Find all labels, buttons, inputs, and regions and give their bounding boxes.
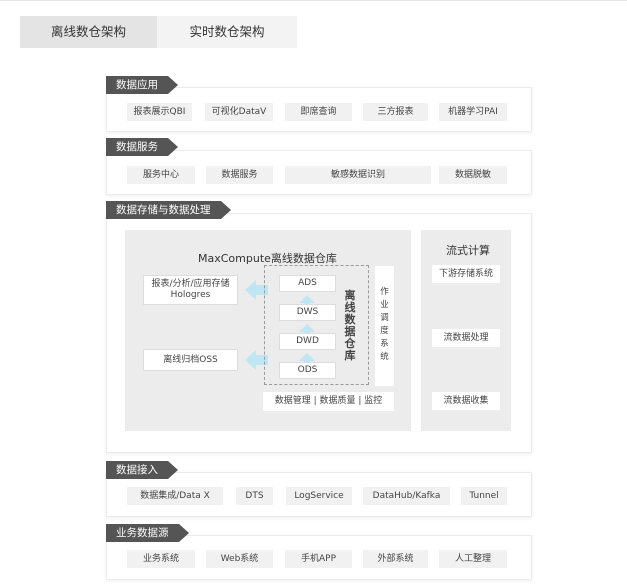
tab-realtime-architecture[interactable]: 实时数仓架构 — [157, 16, 297, 48]
layer-ads: ADS — [279, 275, 336, 292]
warehouse-vertical-label: 离线数据仓库 — [344, 289, 356, 362]
chip-external-system: 外部系统 — [363, 550, 428, 568]
tab-offline-architecture[interactable]: 离线数仓架构 — [20, 16, 157, 48]
chip-datav: 可视化DataV — [205, 103, 273, 121]
chip-third-party-report: 三方报表 — [363, 103, 428, 121]
chip-pai: 机器学习PAI — [439, 103, 507, 121]
chip-mobile-app: 手机APP — [285, 550, 352, 568]
chip-sensitive-data: 敏感数据识别 — [285, 166, 431, 184]
chip-datahub-kafka: DataHub/Kafka — [363, 487, 450, 505]
target-hologres-line2: Hologres — [170, 290, 211, 300]
scheduler-vertical-label: 作业调度系统 — [375, 266, 394, 386]
governance-bar: 数据管理 | 数据质量 | 监控 — [263, 392, 394, 411]
section-title-data-service: 数据服务 — [106, 138, 178, 156]
chip-web-system: Web系统 — [206, 550, 273, 568]
section-title-business-source: 业务数据源 — [106, 524, 188, 542]
chip-business-system: 业务系统 — [127, 550, 195, 568]
chip-data-integration: 数据集成/Data X — [127, 487, 223, 505]
chip-data-masking: 数据脱敏 — [439, 166, 507, 184]
section-title-data-ingest: 数据接入 — [106, 461, 178, 479]
chip-dts: DTS — [236, 487, 273, 505]
stream-downstream-storage: 下游存储系统 — [432, 265, 500, 283]
chip-adhoc-query: 即席查询 — [285, 103, 352, 121]
target-oss: 离线归档OSS — [143, 349, 238, 371]
target-hologres: 报表/分析/应用存储 Hologres — [143, 275, 238, 305]
chip-data-service: 数据服务 — [206, 166, 273, 184]
layer-ods: ODS — [279, 362, 336, 379]
maxcompute-title: MaxCompute离线数据仓库 — [198, 252, 337, 265]
stream-collection: 流数据收集 — [432, 392, 500, 410]
layer-dwd: DWD — [279, 333, 336, 350]
stream-title: 流式计算 — [446, 244, 490, 257]
chip-service-center: 服务中心 — [127, 166, 195, 184]
chip-tunnel: Tunnel — [461, 487, 507, 505]
section-title-data-application: 数据应用 — [106, 76, 178, 94]
chip-manual-entry: 人工整理 — [439, 550, 507, 568]
stream-processing: 流数据处理 — [432, 329, 500, 347]
section-title-storage-processing: 数据存储与数据处理 — [106, 201, 230, 219]
chip-qbi: 报表展示QBI — [127, 103, 192, 121]
target-hologres-line1: 报表/分析/应用存储 — [151, 279, 230, 289]
warehouse-dashed-border — [264, 265, 369, 385]
top-divider — [0, 0, 627, 1]
chip-logservice: LogService — [286, 487, 352, 505]
layer-dws: DWS — [279, 304, 336, 321]
